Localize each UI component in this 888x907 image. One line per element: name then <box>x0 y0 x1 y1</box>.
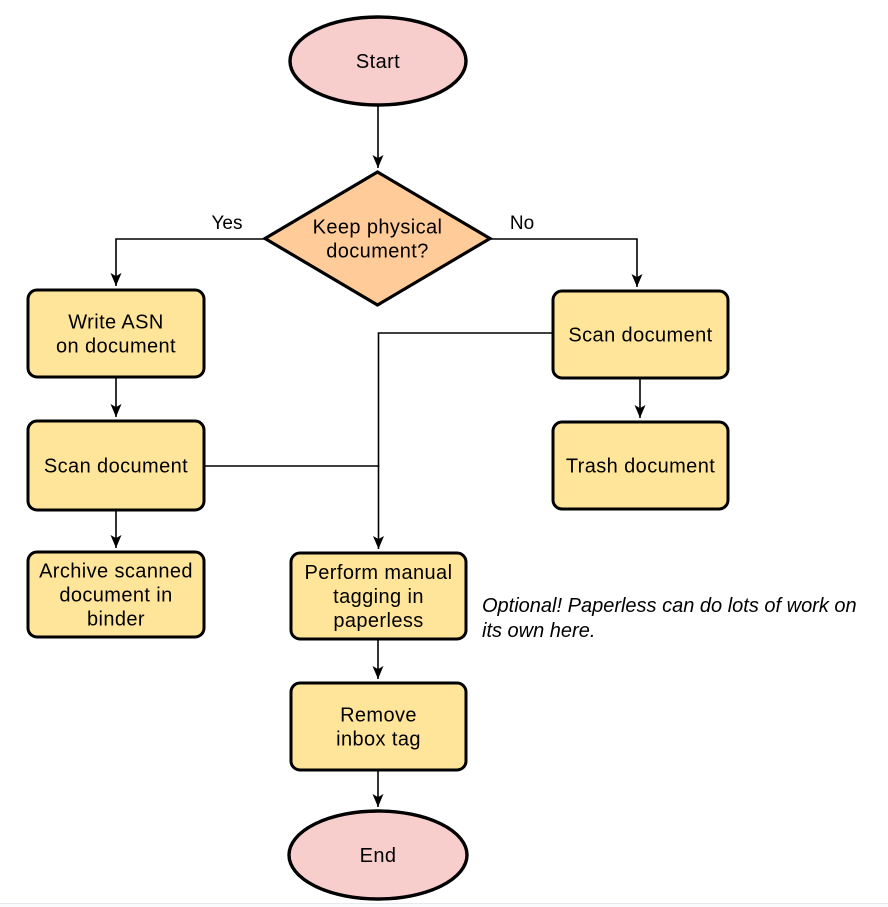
scan-document-right-label: Scan document <box>568 325 712 347</box>
node-end: End <box>287 809 469 901</box>
edge-decision-yes-to-write-asn <box>110 238 265 286</box>
page-bottom-strip <box>0 904 888 907</box>
start-shape <box>288 15 468 107</box>
node-scan-document-left: Scan document <box>26 419 206 512</box>
edge-scan-right-to-tagging <box>373 332 553 549</box>
trash-document-shape <box>551 420 730 511</box>
scan-document-left-label: Scan document <box>44 456 188 478</box>
edge-label-yes: Yes <box>212 213 243 234</box>
end-shape <box>287 809 469 901</box>
node-trash-document: Trash document <box>551 420 730 511</box>
edge-decision-no-to-scan-right <box>490 238 643 287</box>
trash-document-label: Trash document <box>566 456 715 478</box>
edge-layer <box>110 106 646 807</box>
page-bottom-divider <box>0 903 888 904</box>
node-start: Start <box>288 15 468 107</box>
write-asn-shape <box>26 288 206 379</box>
edge-label-no: No <box>510 213 534 234</box>
scan-document-left-shape <box>26 419 206 512</box>
keep-physical-decision-shape <box>261 170 494 307</box>
note-optional: Optional! Paperless can do lots of work … <box>482 595 857 642</box>
archive-binder-shape <box>26 550 206 639</box>
remove-inbox-tag-shape <box>289 681 468 772</box>
end-label: End <box>360 845 397 867</box>
perform-manual-tagging-shape <box>289 551 468 641</box>
node-scan-document-right: Scan document <box>551 289 730 380</box>
scan-document-right-shape <box>551 289 730 380</box>
start-label: Start <box>356 51 400 73</box>
